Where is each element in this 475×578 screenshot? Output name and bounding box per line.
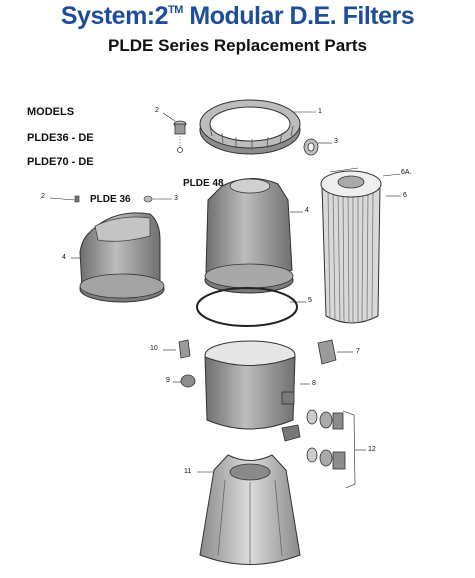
model-plde70: PLDE70 - DE bbox=[27, 156, 94, 168]
callout-7: 7 bbox=[356, 348, 360, 355]
part-1-lock-ring bbox=[199, 99, 301, 155]
callout-4-plde48: 4 bbox=[305, 207, 309, 214]
part-12-union-fittings bbox=[306, 409, 346, 470]
callout-12: 12 bbox=[368, 446, 376, 453]
callout-11: 11 bbox=[184, 468, 192, 475]
part-4-tank-lid-plde48 bbox=[204, 178, 294, 294]
callout-2-top: 2 bbox=[155, 107, 159, 114]
page-subtitle: PLDE Series Replacement Parts bbox=[108, 36, 367, 55]
part-7-bracket bbox=[317, 339, 337, 365]
part-9-drain-plug bbox=[180, 374, 196, 388]
part-3-adapter bbox=[303, 138, 319, 156]
part-11-stand-base bbox=[199, 454, 301, 565]
label-plde36: PLDE 36 bbox=[90, 194, 131, 205]
part-2-air-relief-valve bbox=[173, 120, 187, 153]
callout-2-lower: 2 bbox=[41, 193, 45, 200]
callout-4-plde36: 4 bbox=[62, 254, 66, 261]
models-heading: MODELS bbox=[27, 106, 75, 118]
part-2-small-valve bbox=[74, 195, 80, 203]
part-8-tank-body bbox=[204, 340, 301, 442]
callout-6: 6 bbox=[403, 192, 407, 199]
callout-9: 9 bbox=[166, 377, 170, 384]
callout-1: 1 bbox=[318, 108, 322, 115]
part-3-small-adapter bbox=[143, 195, 153, 203]
model-plde36: PLDE36 - DE bbox=[27, 132, 94, 144]
callout-3-top: 3 bbox=[334, 138, 338, 145]
part-10-clip bbox=[178, 339, 191, 359]
part-4-tank-lid-plde36 bbox=[79, 212, 165, 303]
callout-5: 5 bbox=[308, 297, 312, 304]
part-5-o-ring bbox=[196, 287, 298, 327]
page-title: System:2TM Modular D.E. Filters bbox=[60, 2, 415, 30]
callout-8: 8 bbox=[312, 380, 316, 387]
label-plde48: PLDE 48 bbox=[183, 178, 224, 189]
callout-3-lower: 3 bbox=[174, 195, 178, 202]
callout-6a: 6A. bbox=[401, 169, 412, 176]
callout-10: 10 bbox=[150, 345, 158, 352]
part-6-filter-element bbox=[320, 170, 382, 324]
